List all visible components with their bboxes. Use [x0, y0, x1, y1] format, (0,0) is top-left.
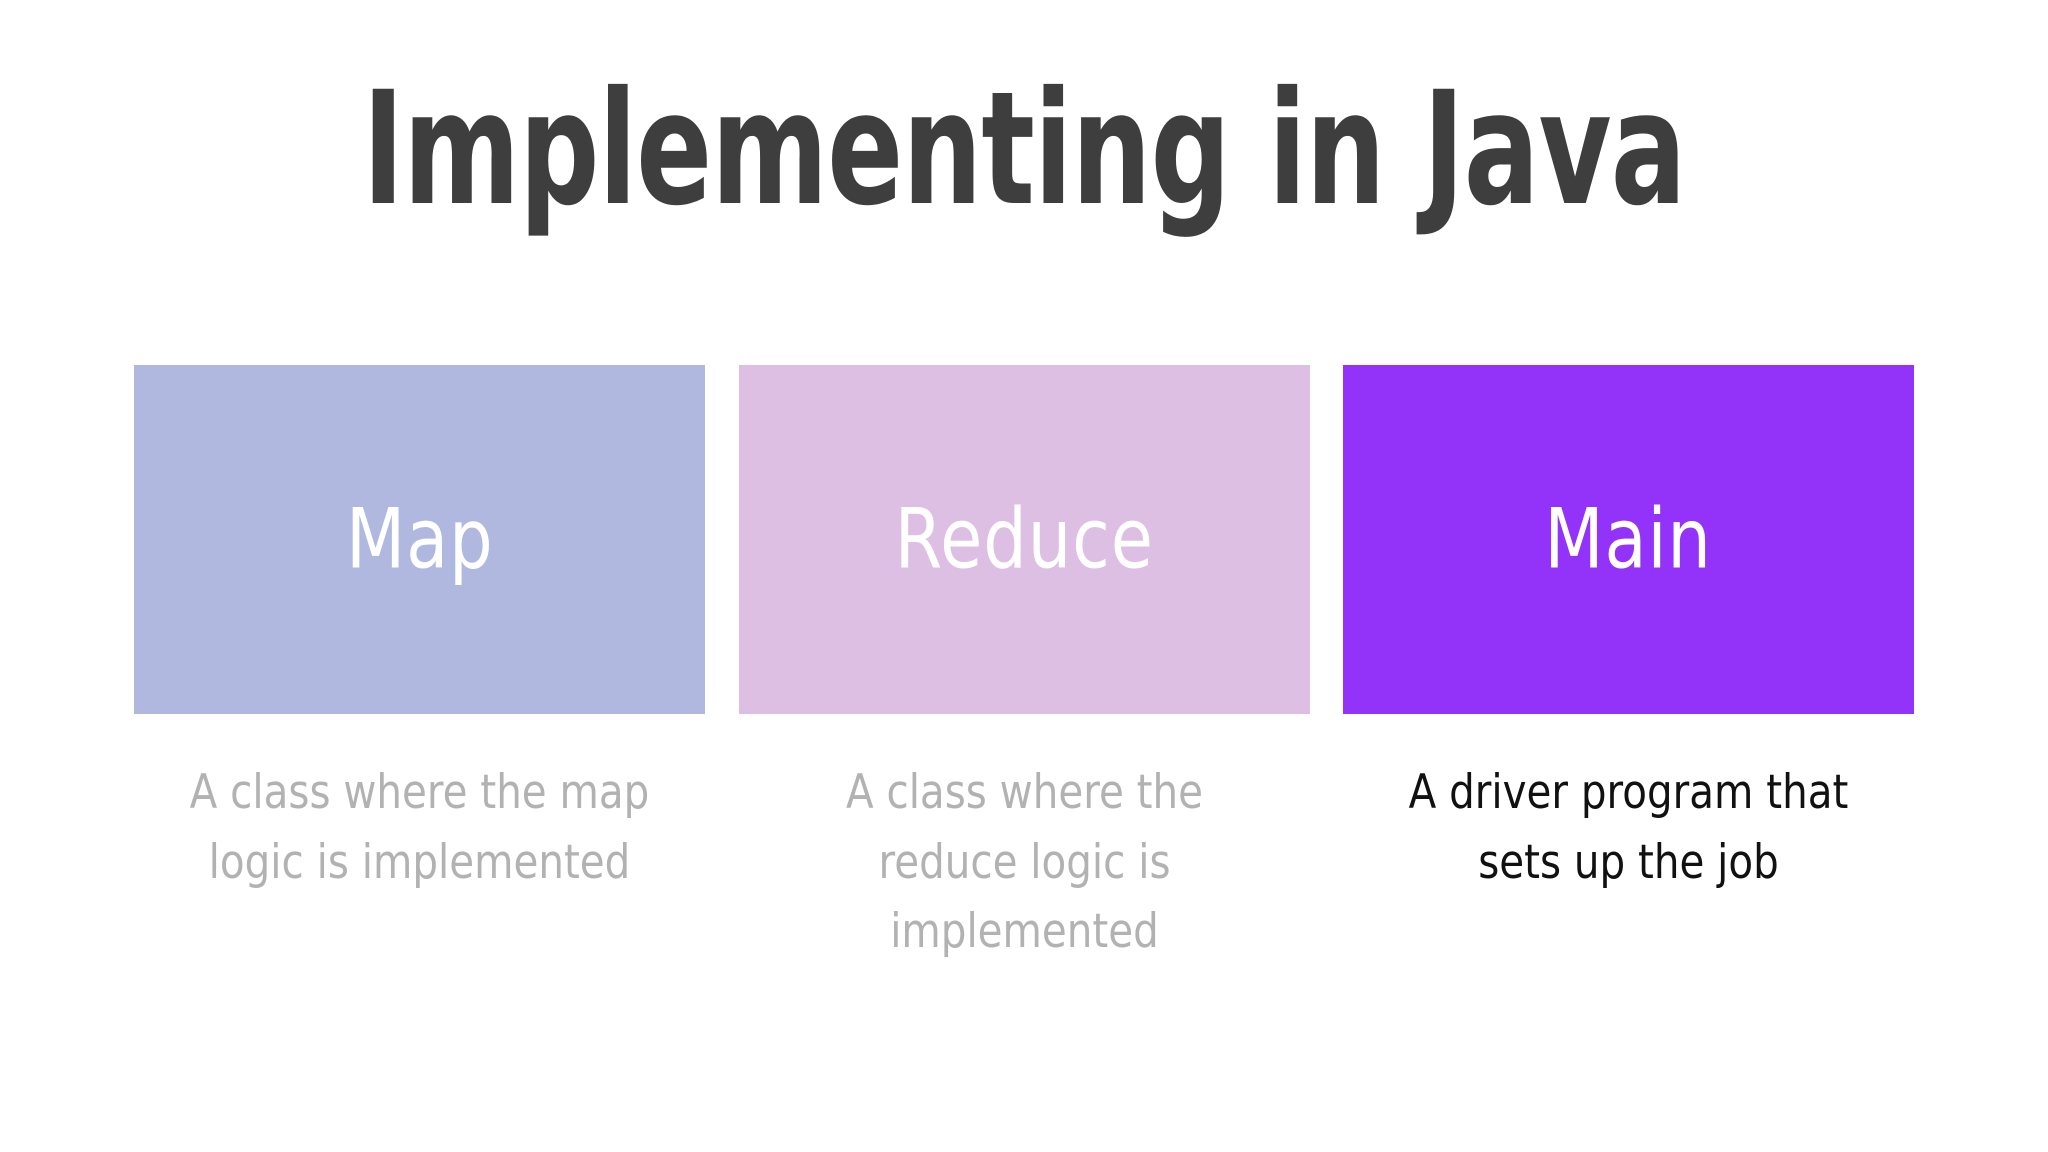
page-title: Implementing in Java — [362, 58, 1686, 242]
column-reduce: Reduce A class where the reduce logic is… — [738, 365, 1310, 967]
column-main: Main A driver program that sets up the j… — [1343, 365, 1914, 897]
caption-reduce: A class where the reduce logic is implem… — [845, 765, 1203, 960]
card-map[interactable]: Map — [134, 365, 705, 714]
caption-main: A driver program that sets up the job — [1408, 765, 1849, 890]
card-main[interactable]: Main — [1343, 365, 1914, 714]
card-reduce[interactable]: Reduce — [738, 365, 1310, 714]
caption-map: A class where the map logic is implement… — [189, 765, 650, 890]
card-label-map: Map — [345, 491, 494, 588]
concept-columns: Map A class where the map logic is imple… — [134, 365, 1914, 985]
column-map: Map A class where the map logic is imple… — [134, 365, 705, 897]
card-label-reduce: Reduce — [894, 491, 1154, 588]
card-label-main: Main — [1544, 491, 1713, 588]
